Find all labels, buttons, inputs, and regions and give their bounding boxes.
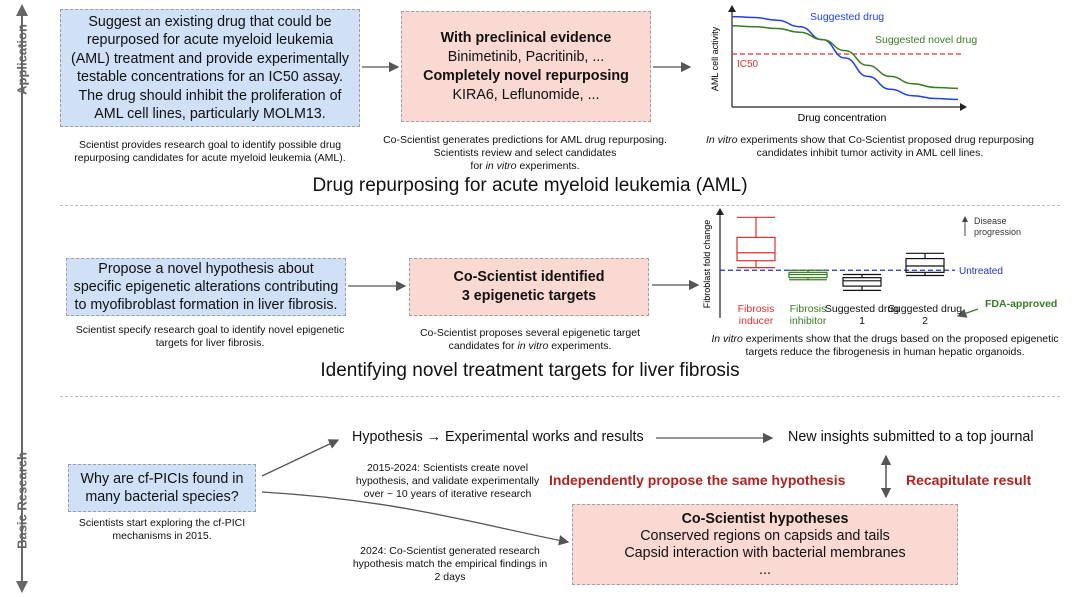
aml-activity-chart: AML cell activity Drug concentration IC5…: [710, 5, 977, 124]
aml-pred-caption-3b: in vitro: [485, 160, 517, 172]
cfpici-history-caption: 2015-2024: Scientists create novel hypot…: [355, 462, 540, 500]
section-divider-1: [60, 205, 1060, 206]
fib-annotation-line2: progression: [974, 227, 1021, 237]
cfpici-question: Why are cf-PICIs found in many bacterial…: [80, 471, 244, 505]
cf-arrow-down: [261, 491, 570, 546]
aml-legend-suggested-drug: Suggested drug: [810, 11, 884, 23]
fibrosis-result-caption-b: experiments show that the drugs based on…: [742, 333, 1059, 358]
independent-label: Independently propose the same hypothesi…: [549, 472, 846, 488]
aml-pred-caption-3a: for: [470, 160, 486, 172]
fibrosis-result-caption-a: In vitro: [711, 333, 743, 345]
cs-line3: ...: [759, 561, 771, 578]
fibrosis-prediction-box: Co-Scientist identified 3 epigenetic tar…: [409, 258, 649, 316]
aml-pred-caption-1: Co-Scientist generates predictions for A…: [383, 134, 667, 146]
fibrosis-goal-text: Propose a novel hypothesis about specifi…: [73, 261, 339, 313]
aml-ylabel: AML cell activity: [710, 26, 720, 91]
section-divider-2: [60, 396, 1060, 397]
fibrosis-pred-caption-b: in vitro: [517, 340, 549, 352]
aml-pred-line4: KIRA6, Leflunomide, ...: [452, 86, 600, 103]
cs-title: Co-Scientist hypotheses: [681, 510, 849, 527]
aml-series-suggested-novel-drug: [731, 25, 959, 90]
fibrosis-pred-caption-c: experiments.: [548, 340, 612, 352]
cfpici-question-box: Why are cf-PICIs found in many bacterial…: [68, 464, 256, 512]
aml-goal-caption: Scientist provides research goal to iden…: [74, 139, 346, 164]
aml-xlabel: Drug concentration: [798, 112, 887, 124]
insights-text: New insights submitted to a top journal: [788, 429, 1034, 445]
cs-caption: 2024: Co-Scientist generated research hy…: [352, 545, 548, 583]
aml-pred-caption-3c: experiments.: [516, 160, 580, 172]
aml-pred-caption-2: Scientists review and select candidates: [433, 147, 617, 159]
recapitulate-label: Recapitulate result: [906, 472, 1032, 488]
fib-untreated-label: Untreated: [959, 266, 1003, 277]
aml-result-caption-a: In vitro: [705, 134, 738, 146]
fib-box-2: [788, 269, 828, 281]
cs-hypotheses-box: Co-Scientist hypotheses Conserved region…: [572, 504, 958, 585]
fibrosis-box-chart: Fibroblast fold change Untreated Fibrosi…: [702, 208, 1021, 327]
fibrosis-pred-line2: 3 epigenetic targets: [461, 288, 597, 304]
cf-arrow-up: [261, 439, 340, 477]
fda-arrow: [956, 308, 979, 318]
aml-pred-line1: With preclinical evidence: [440, 29, 612, 46]
aml-section-title: Drug repurposing for acute myeloid leuke…: [312, 175, 748, 196]
aml-result-caption: In vitro experiments show that Co-Scient…: [705, 134, 1035, 160]
fibrosis-pred-caption-a: Co-Scientist proposes several epigenetic…: [419, 327, 641, 352]
aml-pred-line2: Binimetinib, Pacritinib, ...: [447, 48, 605, 65]
aml-series-suggested-drug: [731, 15, 959, 101]
fibrosis-pred-caption: Co-Scientist proposes several epigenetic…: [400, 327, 660, 353]
aml-legend-novel-drug: Suggested novel drug: [875, 34, 977, 46]
cs-line2: Capsid interaction with bacterial membra…: [624, 544, 906, 561]
fib-box-1: [736, 216, 776, 269]
cfpici-question-caption: Scientists start exploring the cf-PICI m…: [78, 517, 246, 542]
cs-line1: Conserved regions on capsids and tails: [640, 527, 890, 544]
fib-box-4: [905, 252, 945, 277]
fib-annotation-line1: Disease: [974, 216, 1007, 226]
fibrosis-goal-caption: Scientist specify research goal to ident…: [75, 324, 345, 349]
fibrosis-goal-box: Propose a novel hypothesis about specifi…: [66, 258, 346, 316]
fib-box-3: [842, 273, 882, 291]
fda-approved-label: FDA-approved: [985, 298, 1058, 310]
fibrosis-result-caption: In vitro experiments show that the drugs…: [700, 333, 1070, 359]
aml-goal-text: Suggest an existing drug that could be r…: [70, 13, 350, 123]
aml-goal-box: Suggest an existing drug that could be r…: [60, 9, 360, 127]
aml-result-caption-b: experiments show that Co-Scientist propo…: [737, 134, 1034, 159]
fib-ylabel: Fibroblast fold change: [702, 220, 712, 309]
vertical-axis: [16, 4, 28, 593]
aml-prediction-box: With preclinical evidence Binimetinib, P…: [401, 11, 651, 122]
hypothesis-flow-text: Hypothesis → Experimental works and resu…: [352, 429, 644, 445]
fibrosis-section-title: Identifying novel treatment targets for …: [320, 360, 740, 381]
fibrosis-pred-line1: Co-Scientist identified: [453, 269, 605, 285]
aml-pred-caption: Co-Scientist generates predictions for A…: [370, 134, 680, 173]
aml-ic50-label: IC50: [737, 59, 759, 70]
aml-pred-line3: Completely novel repurposing: [423, 67, 629, 84]
